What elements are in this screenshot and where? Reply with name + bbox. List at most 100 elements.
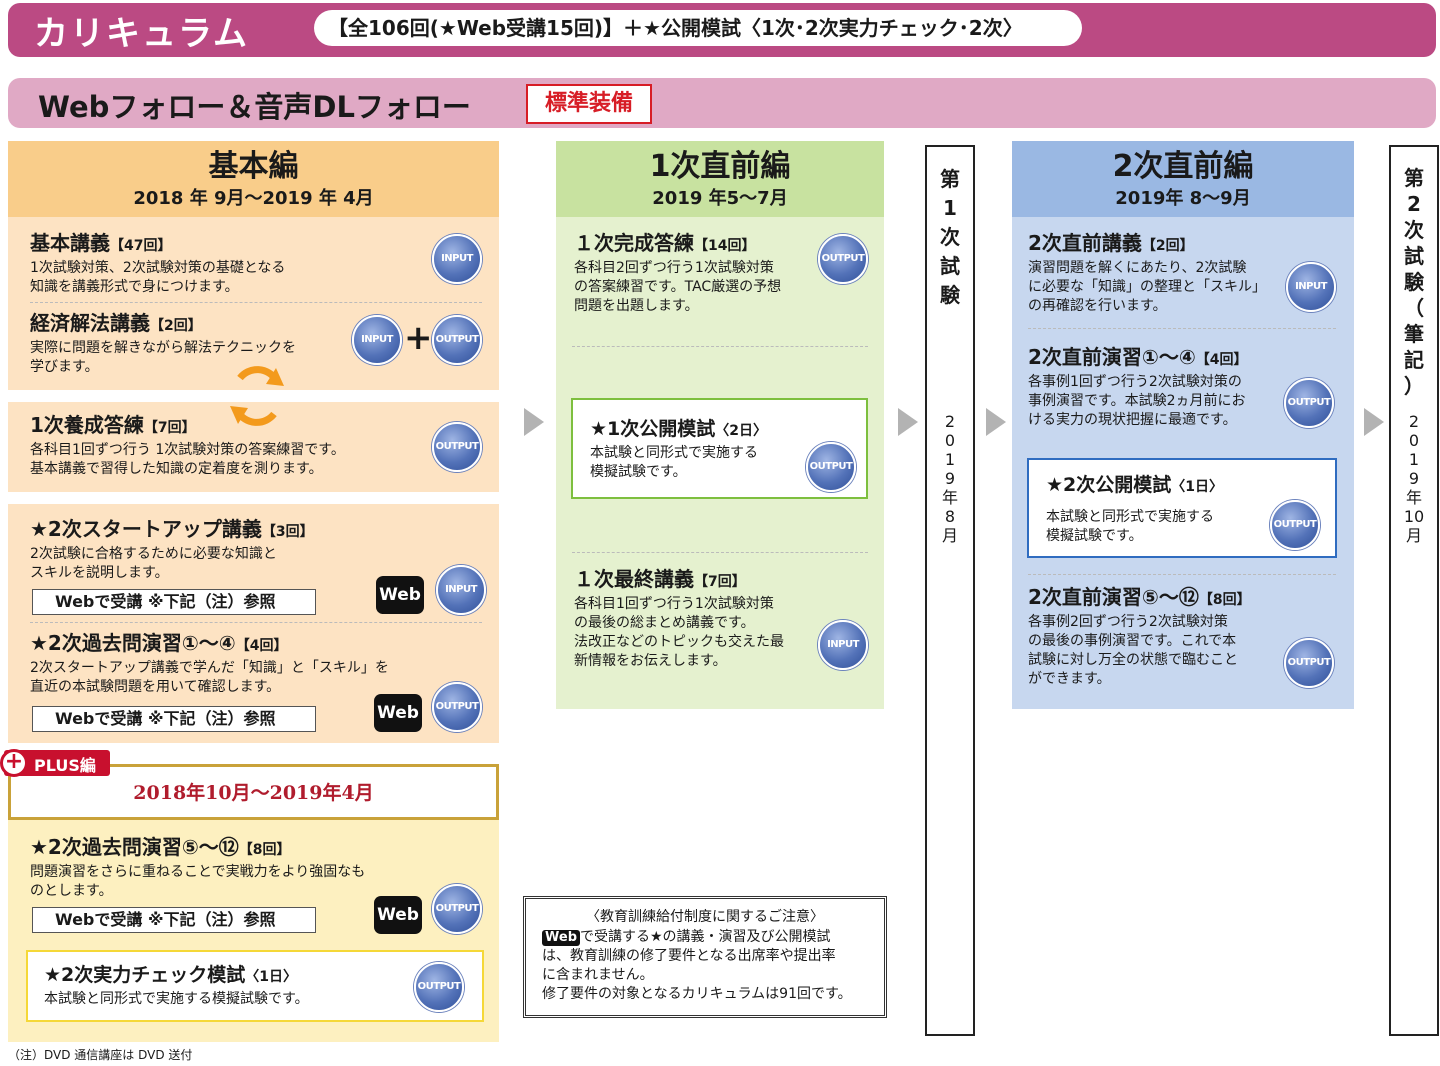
ichiji-completion-drill: １次完成答練【14回】 各科目2回ずつ行う1次試験対策 の答案練習です。TAC厳… <box>574 230 781 316</box>
niji-past-exam-1-4: ★2次過去問演習①～④【4回】 2次スタートアップ講義で学んだ「知識」と「スキル… <box>30 630 389 697</box>
exam-date-char: 10 <box>1403 507 1425 526</box>
item-count: 【2回】 <box>150 318 202 334</box>
notice-line: 修了要件の対象となるカリキュラムは91回です。 <box>542 986 852 1002</box>
item-desc: 本試験と同形式で実施する <box>590 445 758 461</box>
item-desc: の最後の総まとめ講義です。 <box>574 615 755 631</box>
niji-header: 2次直前編 2019年 8～9月 <box>1012 141 1354 217</box>
exam-char: ） <box>1404 374 1424 398</box>
item-title: 2次直前演習⑤～⑫ <box>1028 585 1199 609</box>
notice-line: で受講する★の講義・演習及び公開模試 <box>580 929 831 945</box>
item-desc: の答案練習です。TAC厳選の予想 <box>574 279 782 295</box>
divider <box>572 346 868 347</box>
output-icon: OUTPUT <box>1284 638 1334 688</box>
exam-char: 記 <box>1404 348 1424 372</box>
niji-final-lecture: 2次直前講義【2回】 演習問題を解くにあたり、2次試験 に必要な「知識」の整理と… <box>1028 230 1266 316</box>
item-desc: 試験に対し万全の状態で臨むこと <box>1028 652 1238 668</box>
first-exam-date: 2 0 1 9 年 8 月 <box>925 412 975 545</box>
item-title: ★2次過去問演習⑤～⑫ <box>30 835 239 859</box>
item-count: 【8回】 <box>238 842 291 858</box>
kihon-lecture: 基本講義【47回】 1次試験対策、2次試験対策の基礎となる 知識を講義形式で身に… <box>30 230 285 297</box>
output-icon: OUTPUT <box>432 884 482 934</box>
item-desc: 知識を講義形式で身につけます。 <box>30 279 239 295</box>
second-exam-box <box>1389 145 1439 1036</box>
item-desc: 2次スタートアップ講義で学んだ「知識」と「スキル」を <box>30 660 389 676</box>
exam-char: 1 <box>943 196 957 220</box>
kihon-period: 2018 年 9月～2019 年 4月 <box>133 188 374 209</box>
kihon-header: 基本編 2018 年 9月～2019 年 4月 <box>8 141 499 217</box>
output-icon: OUTPUT <box>1270 500 1320 550</box>
plus-icon: + <box>404 318 433 358</box>
item-count: 【8回】 <box>1198 592 1251 608</box>
plus-circle-icon: + <box>0 749 28 777</box>
item-count: 【7回】 <box>143 420 196 436</box>
webfollow-title: Webフォロー＆音声DLフォロー <box>38 90 471 124</box>
exam-date-char: 8 <box>944 507 956 526</box>
flow-arrow-icon <box>898 408 918 436</box>
item-desc: 基本講義で習得した知識の定着度を測ります。 <box>30 461 323 477</box>
item-count: 〈1日〉 <box>1171 479 1224 495</box>
item-count: 〈2日〉 <box>715 423 768 439</box>
item-count: 【47回】 <box>110 238 172 254</box>
output-icon: OUTPUT <box>806 442 856 492</box>
item-desc: 各科目2回ずつ行う1次試験対策 <box>574 260 774 276</box>
exam-char: 次 <box>1404 218 1424 242</box>
divider <box>1028 328 1336 329</box>
item-desc: 新情報をお伝えします。 <box>574 653 727 669</box>
item-desc: 2次試験に合格するために必要な知識と <box>30 546 277 562</box>
input-icon: INPUT <box>436 565 486 615</box>
niji-title: 2次直前編 <box>1112 149 1254 184</box>
item-desc: 演習問題を解くにあたり、2次試験 <box>1028 260 1247 276</box>
niji-skill-check-mock-box <box>26 950 484 1022</box>
item-desc: 模擬試験です。 <box>1046 528 1143 544</box>
item-desc: 各科目1回ずつ行う 1次試験対策の答案練習です。 <box>30 442 345 458</box>
exam-date-char: 2 <box>944 412 956 431</box>
input-icon: INPUT <box>1286 262 1336 312</box>
web-attend-note: Webで受講 ※下記（注）参照 <box>32 907 316 933</box>
item-title: １次最終講義 <box>574 567 694 591</box>
first-exam-label: 第 1 次 試 験 <box>925 165 975 310</box>
exam-date-char: 0 <box>1408 431 1420 450</box>
divider <box>572 552 868 553</box>
exam-char: （ <box>1404 296 1424 320</box>
item-count: 【14回】 <box>694 238 756 254</box>
input-icon: INPUT <box>432 234 482 284</box>
exam-date-char: 9 <box>1408 469 1420 488</box>
niji-period: 2019年 8～9月 <box>1115 188 1251 209</box>
output-icon: OUTPUT <box>432 422 482 472</box>
first-exam-box <box>925 145 975 1036</box>
ichiji-training-drill: 1次養成答練【7回】 各科目1回ずつ行う 1次試験対策の答案練習です。 基本講義… <box>30 412 345 479</box>
output-icon: OUTPUT <box>1284 378 1334 428</box>
exam-date-char: 9 <box>944 469 956 488</box>
item-desc: の最後の事例演習です。これで本 <box>1028 633 1237 649</box>
item-desc: の再確認を行います。 <box>1028 298 1167 314</box>
web-badge-small: Web <box>542 930 580 946</box>
web-badge: Web <box>376 576 424 614</box>
ichiji-final-lecture: １次最終講義【7回】 各科目1回ずつ行う1次試験対策 の最後の総まとめ講義です。… <box>574 566 784 671</box>
exam-char: 次 <box>940 225 960 249</box>
exam-date-char: 1 <box>944 450 956 469</box>
item-title: ★1次公開模試 <box>590 418 716 440</box>
exam-char: 験 <box>940 283 960 307</box>
exam-date-char: 月 <box>941 526 958 545</box>
divider <box>30 302 482 303</box>
item-desc: 各事例1回ずつ行う2次試験対策の <box>1028 374 1242 390</box>
item-count: 【3回】 <box>261 524 314 540</box>
item-desc: 本試験と同形式で実施する <box>1046 509 1214 525</box>
kihon-column-bg <box>8 141 499 743</box>
input-icon: INPUT <box>818 620 868 670</box>
web-attend-note: Webで受講 ※下記（注）参照 <box>32 706 316 732</box>
exam-date-char: 年 <box>1405 488 1422 507</box>
item-title: ★2次スタートアップ講義 <box>30 517 262 541</box>
output-icon: OUTPUT <box>432 682 482 732</box>
item-desc: スキルを説明します。 <box>30 565 169 581</box>
exam-date-char: 2 <box>1408 412 1420 431</box>
notice-title: 〈教育訓練給付制度に関するご注意〉 <box>586 909 824 925</box>
item-desc: 法改正などのトピックも交えた最 <box>574 634 784 650</box>
divider <box>30 622 482 623</box>
cycle-arrows-icon <box>230 366 284 426</box>
item-desc: 学びます。 <box>30 359 99 375</box>
exam-char: 2 <box>1407 192 1421 216</box>
flow-arrow-icon <box>986 408 1006 436</box>
output-icon: OUTPUT <box>432 315 482 365</box>
